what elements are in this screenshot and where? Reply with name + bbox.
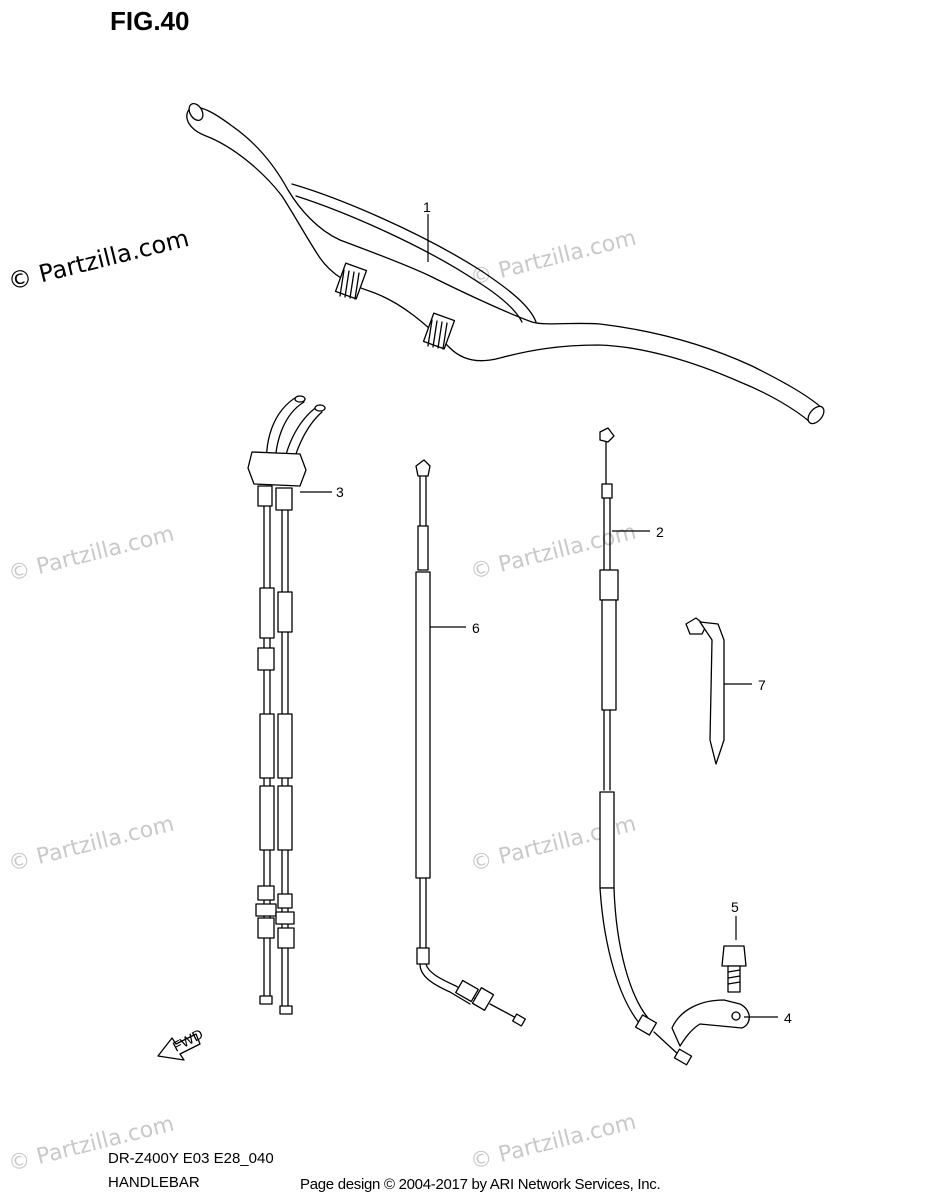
callout-5[interactable]: 5: [731, 899, 739, 915]
fwd-arrow-icon: FWD: [157, 1026, 206, 1061]
knurl-left: [334, 262, 368, 300]
model-code: DR-Z400Y E03 E28_040: [108, 1150, 274, 1167]
clutch-cable-part[interactable]: [599, 427, 693, 1066]
cable-guide-part[interactable]: [671, 999, 750, 1047]
callout-2[interactable]: 2: [656, 524, 664, 540]
callout-1[interactable]: 1: [423, 199, 431, 215]
callout-3[interactable]: 3: [336, 484, 344, 500]
callout-6[interactable]: 6: [472, 620, 480, 636]
callout-7[interactable]: 7: [758, 677, 766, 693]
handlebar-part[interactable]: [186, 101, 827, 426]
clamp-part[interactable]: [685, 617, 725, 765]
bolt-part[interactable]: [721, 945, 747, 993]
page-footer: Page design © 2004-2017 by ARI Network S…: [300, 1176, 661, 1193]
figure-title: FIG.40: [110, 6, 190, 36]
callout-4[interactable]: 4: [784, 1010, 792, 1026]
hot-start-cable-part[interactable]: [415, 459, 526, 1027]
throttle-cable-part[interactable]: [247, 395, 326, 1015]
figure-caption: HANDLEBAR: [108, 1174, 200, 1191]
knurl-right: [422, 312, 456, 350]
